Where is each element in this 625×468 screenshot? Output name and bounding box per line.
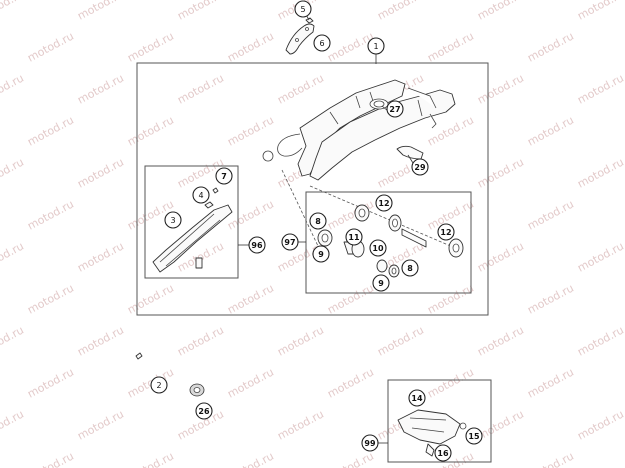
- bushing-part: [189, 383, 205, 397]
- callout-circle: [411, 158, 429, 176]
- callout-number: 8: [407, 264, 413, 273]
- callout-number: 9: [378, 279, 384, 288]
- callout-4: 4: [192, 186, 210, 204]
- callout-circle: [372, 274, 390, 292]
- callout-circle: [408, 389, 426, 407]
- callout-number: 99: [364, 439, 376, 448]
- callout-circle: [375, 194, 393, 212]
- callout-8: 8: [401, 259, 419, 277]
- callout-9: 9: [312, 245, 330, 263]
- callout-circle: [386, 100, 404, 118]
- chain-slider-kit-frame: [144, 165, 239, 279]
- callout-3: 3: [164, 211, 182, 229]
- callout-number: 10: [372, 244, 384, 253]
- callout-10: 10: [369, 239, 387, 257]
- callout-circle: [345, 228, 363, 246]
- callout-number: 12: [378, 199, 389, 208]
- callout-circle: [215, 167, 233, 185]
- callout-circle: [367, 37, 385, 55]
- callout-97: 97: [281, 233, 299, 251]
- callout-8: 8: [309, 212, 327, 230]
- callout-number: 97: [284, 238, 295, 247]
- grease-nipple-part: [135, 352, 143, 360]
- callout-number: 4: [198, 191, 203, 200]
- callout-circle: [437, 223, 455, 241]
- bearing-kit-parts: [317, 204, 464, 278]
- callout-circle: [369, 239, 387, 257]
- callout-number: 11: [348, 233, 360, 242]
- callout-circle: [312, 245, 330, 263]
- chain-slider-part: [152, 187, 233, 273]
- callout-26: 26: [195, 402, 213, 420]
- callout-12: 12: [375, 194, 393, 212]
- callout-11: 11: [345, 228, 363, 246]
- callout-29: 29: [411, 158, 429, 176]
- leader-29: [407, 154, 414, 164]
- callout-number: 1: [373, 42, 378, 51]
- callout-5: 5: [294, 0, 312, 18]
- callout-circle: [465, 427, 483, 445]
- callout-number: 9: [318, 250, 324, 259]
- callout-number: 29: [414, 163, 426, 172]
- callout-circle: [150, 376, 168, 394]
- callout-circle: [309, 212, 327, 230]
- callout-number: 15: [468, 432, 480, 441]
- callout-number: 7: [221, 172, 227, 181]
- callout-number: 2: [156, 381, 161, 390]
- callout-15: 15: [465, 427, 483, 445]
- callout-number: 12: [440, 228, 451, 237]
- callout-number: 3: [170, 216, 175, 225]
- callout-16: 16: [434, 444, 452, 462]
- callout-2: 2: [150, 376, 168, 394]
- callout-number: 6: [319, 39, 324, 48]
- axle-guide-line: [281, 169, 319, 247]
- callout-6: 6: [313, 34, 331, 52]
- callout-circle: [361, 434, 379, 452]
- callout-number: 5: [300, 5, 305, 14]
- callout-9: 9: [372, 274, 390, 292]
- callout-27: 27: [386, 100, 404, 118]
- callout-14: 14: [408, 389, 426, 407]
- callout-99: 99: [361, 434, 379, 452]
- callout-circle: [164, 211, 182, 229]
- callout-circle: [313, 34, 331, 52]
- callout-circle: [192, 186, 210, 204]
- callout-number: 14: [411, 394, 423, 403]
- callout-number: 96: [251, 241, 263, 250]
- callout-number: 27: [389, 105, 400, 114]
- callout-number: 8: [315, 217, 321, 226]
- callout-circle: [248, 236, 266, 254]
- swingarm-part: [262, 79, 456, 181]
- callout-96: 96: [248, 236, 266, 254]
- callout-7: 7: [215, 167, 233, 185]
- chain-guard-part: [285, 23, 315, 55]
- swingarm-assembly-frame: [136, 62, 489, 316]
- bearing-kit-frame: [305, 191, 472, 294]
- callout-number: 26: [198, 407, 210, 416]
- callout-circle: [401, 259, 419, 277]
- callout-circle: [281, 233, 299, 251]
- callout-number: 16: [437, 449, 449, 458]
- callout-circle: [434, 444, 452, 462]
- chain-guide-kit-frame: [387, 379, 492, 463]
- callout-1: 1: [367, 37, 385, 55]
- callout-circle: [195, 402, 213, 420]
- chain-guide-part: [397, 409, 467, 458]
- callout-layer: 5 6 1 27 29 7 4 3 96 12 8 97 11 12 9 10 8 9 2 26 14 99 15 16: [150, 0, 483, 462]
- callout-12: 12: [437, 223, 455, 241]
- callout-circle: [294, 0, 312, 18]
- pivot-guide-line: [309, 185, 461, 251]
